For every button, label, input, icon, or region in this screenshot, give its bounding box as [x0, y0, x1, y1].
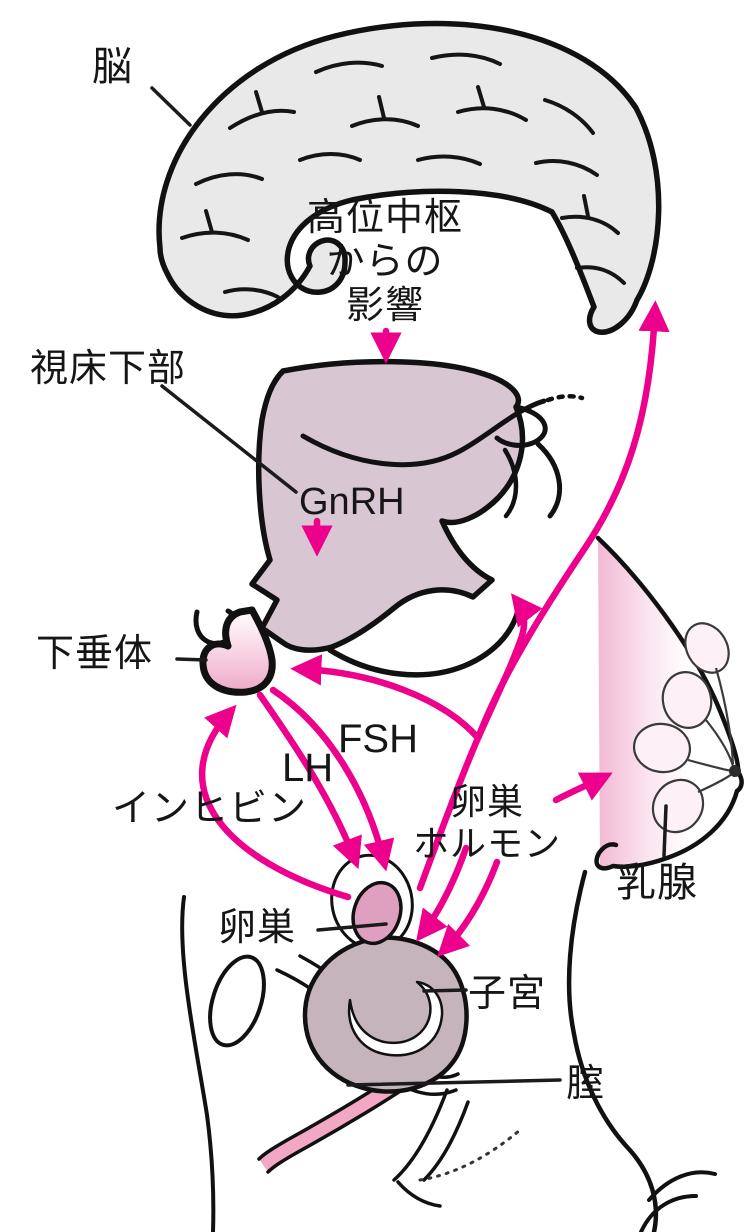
label-fsh: FSH — [338, 717, 418, 761]
hypothalamus-fold-dots — [545, 394, 585, 403]
label-hypothalamus: 視床下部 — [30, 348, 187, 390]
label-ovarian-hormone: 卵巣 ホルモン — [405, 781, 569, 865]
label-ovarian-hormone-line2: ホルモン — [412, 822, 561, 864]
thigh-fold-1 — [392, 1088, 449, 1182]
label-ovary: 卵巣 — [218, 907, 297, 949]
ovarian-hormone-to-breast-arrow — [552, 772, 613, 804]
label-pituitary: 下垂体 — [36, 633, 154, 675]
uterine-cavity — [347, 980, 444, 1057]
label-higher-center-line2: からの — [326, 241, 444, 284]
nipple — [729, 765, 741, 777]
ovarian-hormone-to-uterus-arrow-1 — [416, 844, 470, 942]
pointer-lines — [150, 86, 668, 1087]
pubic-bone — [208, 954, 266, 1048]
leg-curve-2 — [639, 1194, 698, 1232]
label-vagina: 腟 — [566, 1063, 606, 1105]
body-right-contour — [566, 869, 659, 1232]
label-mammary-gland: 乳腺 — [616, 861, 698, 905]
uterus-pointer — [422, 988, 468, 993]
ovarian-hormone-to-pituitary-arrow — [290, 654, 482, 742]
label-lh: LH — [282, 746, 334, 790]
hypothalamus-fold-line — [300, 398, 547, 468]
ovary-shape — [351, 880, 403, 946]
brain-outline — [156, 20, 662, 335]
label-inhibin: インヒビン — [112, 788, 308, 830]
brain-sulci — [180, 52, 626, 299]
hypothalamus-pointer — [160, 384, 298, 494]
pituitary-illustration — [199, 606, 276, 696]
leg-curve-1 — [647, 1170, 717, 1202]
label-higher-center-line3: 影響 — [345, 285, 424, 328]
breast-outline — [594, 535, 744, 871]
thigh-fold-2 — [422, 1100, 470, 1182]
label-brain: 脳 — [92, 45, 133, 89]
mammary-lobes — [632, 622, 735, 834]
body-left-contour — [180, 895, 216, 1232]
clivus-curve — [327, 599, 523, 678]
label-uterus: 子宮 — [468, 973, 547, 1015]
skull-curve-right-mid — [535, 441, 563, 519]
hormone-arrows — [198, 300, 670, 957]
label-higher-center: 高位中枢 からの 影響 — [285, 196, 485, 328]
fsh-arrow — [269, 686, 395, 872]
vagina-pointer — [346, 1078, 562, 1087]
skull-curve-right-upper — [494, 404, 548, 448]
lh-arrow — [256, 691, 362, 870]
breast-illustration — [594, 535, 744, 871]
hypothalamus-shape — [249, 358, 526, 653]
inhibin-arrow — [198, 704, 352, 901]
mammary-pointer — [662, 804, 668, 858]
buttock-stipple — [418, 1128, 522, 1182]
skull-curve-right-inner — [502, 447, 519, 519]
ovarian-hormone-to-uterus-arrow-2 — [437, 858, 501, 957]
brain-illustration — [156, 20, 662, 335]
label-gnrh: GnRH — [299, 481, 405, 523]
ovary-pointer — [316, 922, 388, 932]
brain-pointer — [150, 86, 192, 127]
thigh-fold-3 — [396, 1180, 442, 1208]
label-ovarian-hormone-line1: 卵巣 — [449, 781, 524, 822]
label-higher-center-line1: 高位中枢 — [306, 197, 463, 239]
pituitary-pointer — [175, 657, 208, 662]
ovarian-hormone-to-hypothalamus-arrow — [474, 593, 543, 742]
pituitary-gland — [199, 606, 276, 696]
